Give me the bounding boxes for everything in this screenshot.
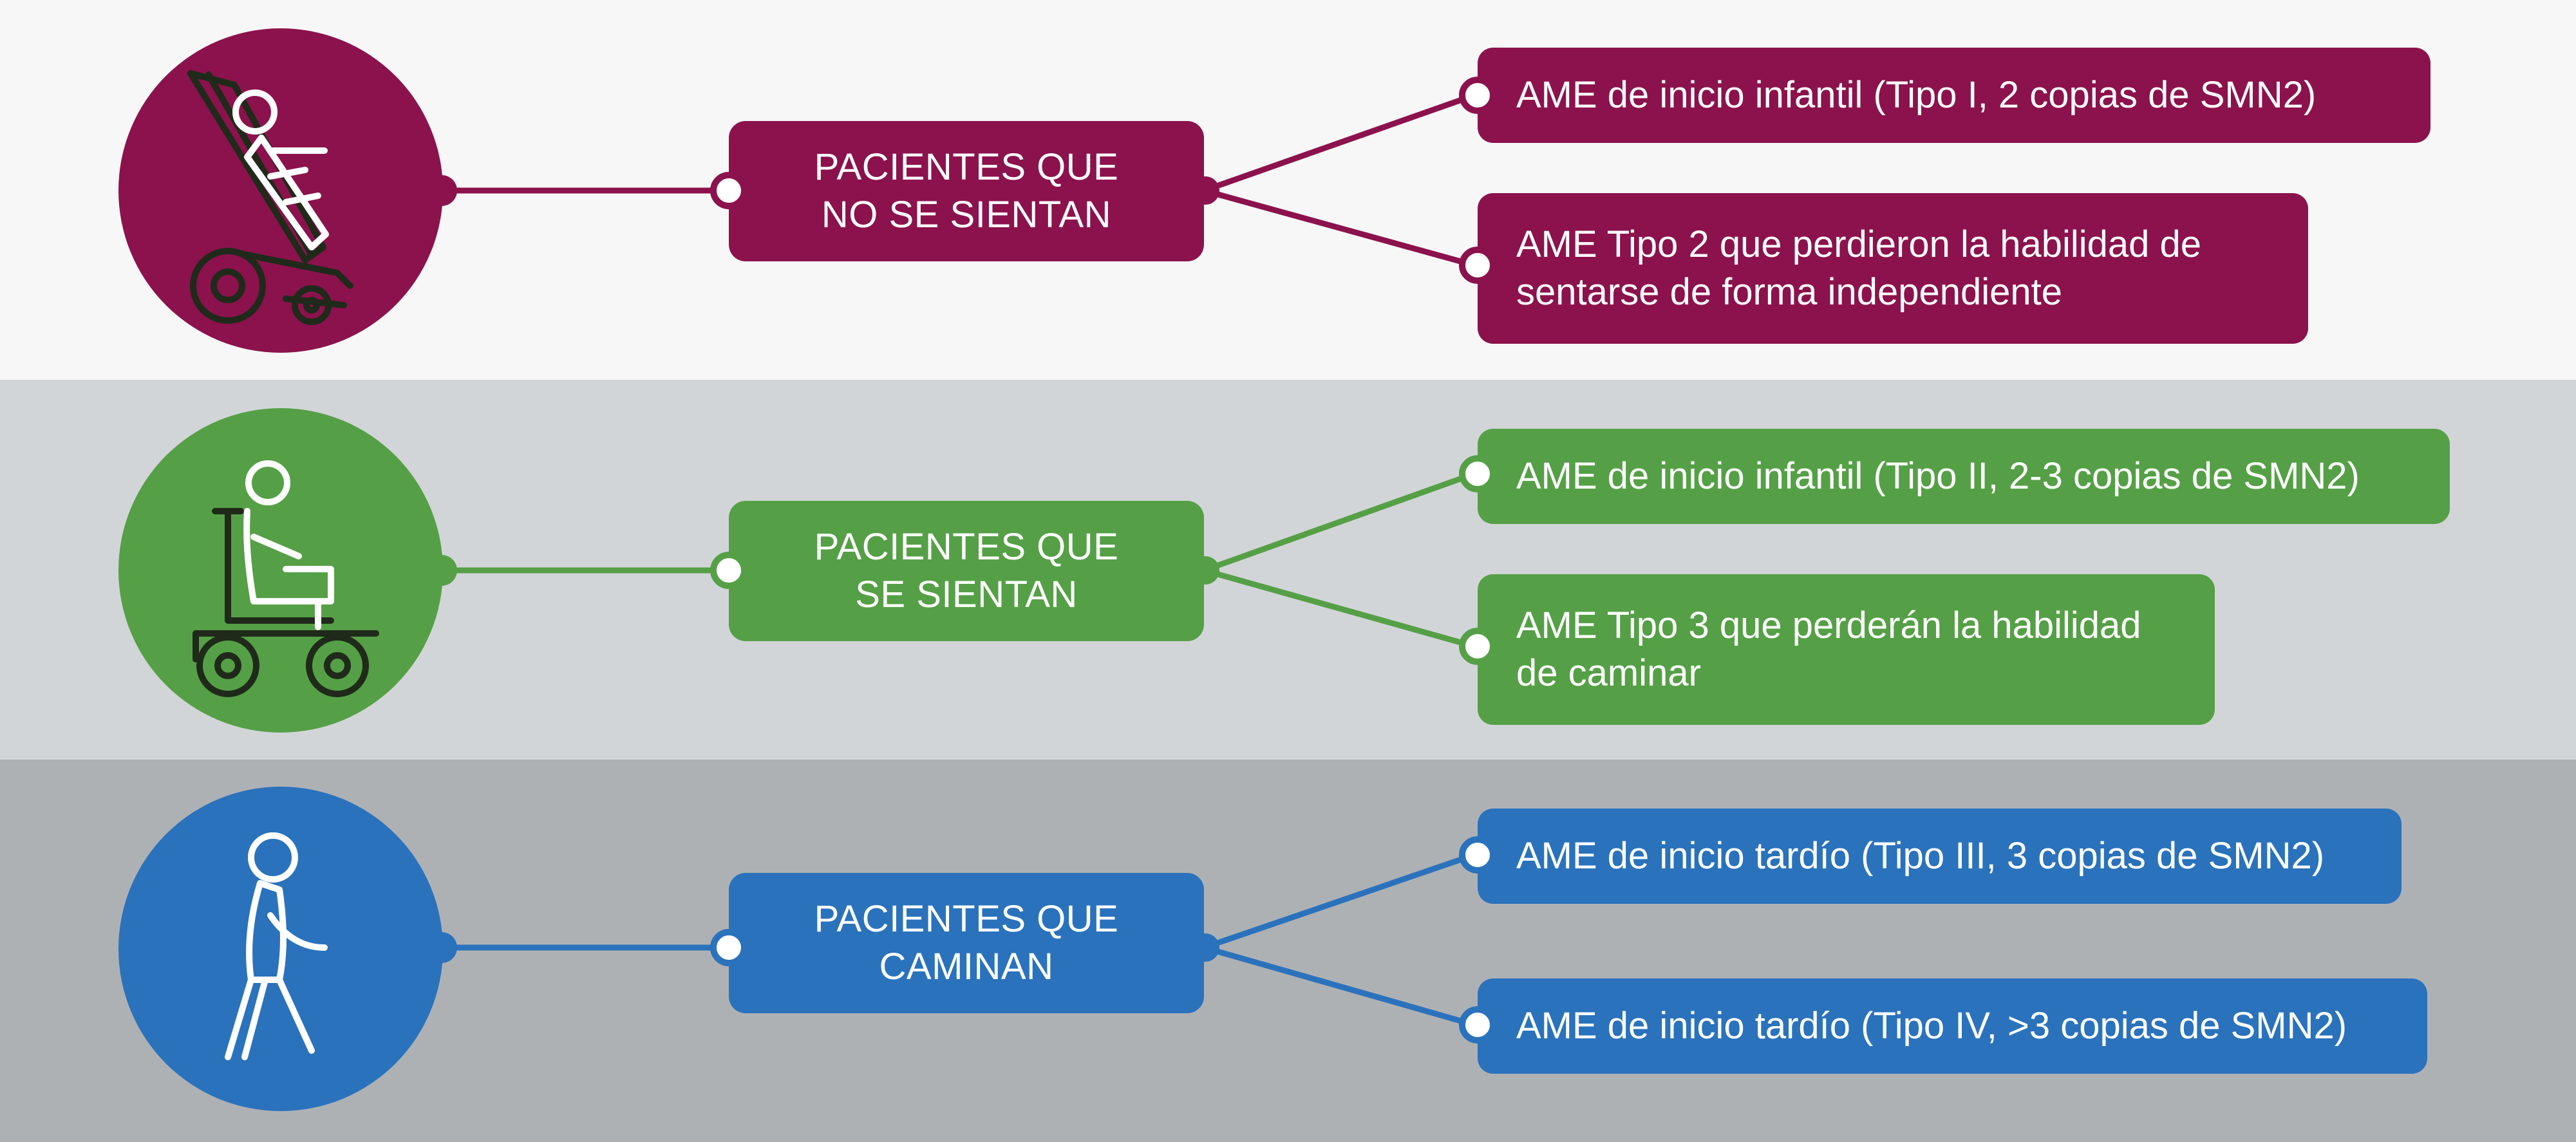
leaf-label: AME Tipo 2 que perdieron la habilidad de… <box>1516 223 2202 313</box>
leaf-box-2a: AME de inicio infantil (Tipo II, 2-3 cop… <box>1478 429 2450 524</box>
center-label: PACIENTES QUE SE SIENTAN <box>814 526 1119 615</box>
center-left-dot <box>710 929 747 966</box>
leaf-box-1a: AME de inicio infantil (Tipo I, 2 copias… <box>1478 48 2430 143</box>
group-3-icon-circle <box>118 787 443 1111</box>
leaf-dot <box>1459 1006 1496 1044</box>
group-1-icon-circle <box>118 28 443 353</box>
center-label: PACIENTES QUE NO SE SIENTAN <box>814 146 1119 236</box>
center-box-walking: PACIENTES QUE CAMINAN <box>729 873 1204 1013</box>
leaf-label: AME Tipo 3 que perderán la habilidad de … <box>1516 604 2141 694</box>
leaf-dot <box>1459 836 1496 874</box>
center-label: PACIENTES QUE CAMINAN <box>814 898 1119 988</box>
leaf-box-2b: AME Tipo 3 que perderán la habilidad de … <box>1478 574 2215 725</box>
group-2-icon-circle <box>118 408 443 733</box>
leaf-box-3a: AME de inicio tardío (Tipo III, 3 copias… <box>1478 809 2402 904</box>
leaf-box-1b: AME Tipo 2 que perdieron la habilidad de… <box>1478 193 2308 344</box>
wheelchair-patient-icon <box>193 460 379 697</box>
center-box-sitting: PACIENTES QUE SE SIENTAN <box>729 501 1204 641</box>
leaf-dot <box>1459 77 1496 114</box>
leaf-dot <box>1459 455 1496 492</box>
leaf-dot <box>1459 628 1496 665</box>
leaf-label: AME de inicio tardío (Tipo IV, >3 copias… <box>1516 1005 2347 1047</box>
leaf-dot <box>1459 247 1496 284</box>
center-left-dot <box>710 552 747 589</box>
stretcher-patient-icon <box>187 70 353 325</box>
leaf-label: AME de inicio tardío (Tipo III, 3 copias… <box>1516 835 2325 877</box>
leaf-box-3b: AME de inicio tardío (Tipo IV, >3 copias… <box>1478 978 2427 1074</box>
leaf-label: AME de inicio infantil (Tipo I, 2 copias… <box>1516 74 2317 116</box>
center-box-not-sitting: PACIENTES QUE NO SE SIENTAN <box>729 121 1204 261</box>
walking-person-icon <box>225 832 328 1060</box>
leaf-label: AME de inicio infantil (Tipo II, 2-3 cop… <box>1516 455 2360 497</box>
center-left-dot <box>710 172 747 209</box>
